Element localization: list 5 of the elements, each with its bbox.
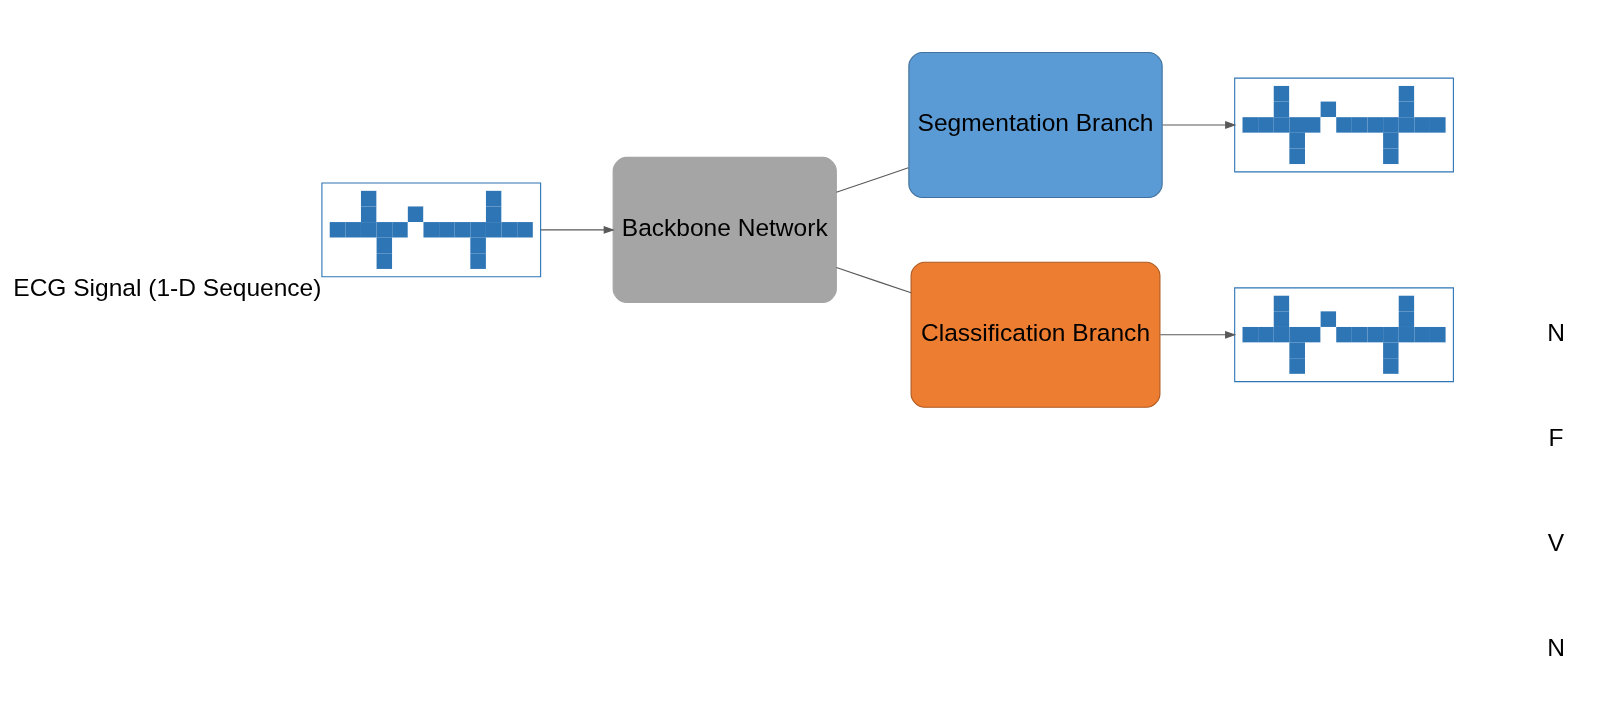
node-label: ECG Signal (1-D Sequence) [13, 273, 322, 301]
label: N [1547, 633, 1565, 661]
label: V [1547, 528, 1565, 556]
label: F [1548, 423, 1564, 451]
label: N [1547, 318, 1565, 346]
